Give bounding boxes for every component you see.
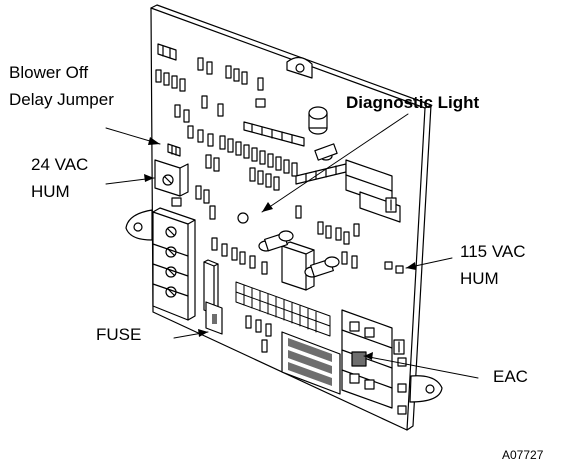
diagnostic-light-label: Diagnostic Light	[346, 93, 480, 112]
terminal-block	[152, 207, 196, 321]
capacitor	[258, 230, 294, 252]
hum-24vac-label: 24 VAC HUM	[31, 155, 89, 201]
hum-24vac-terminal	[154, 159, 189, 197]
hum-115vac-terminals	[384, 261, 404, 274]
capacitor	[308, 106, 328, 135]
eac-label: EAC	[493, 367, 528, 386]
spade-terminals	[397, 357, 407, 415]
mounting-tab	[125, 209, 153, 241]
corner-connector	[157, 43, 177, 61]
pin-header	[235, 281, 331, 337]
hum-115vac-label: 115 VAC HUM	[460, 242, 526, 288]
diagnostic-indicator-mount	[209, 205, 249, 224]
leader-eac	[363, 355, 479, 379]
resistor-cluster	[211, 205, 360, 353]
transformer	[281, 241, 315, 291]
small-component	[255, 98, 266, 108]
fuse-label: FUSE	[96, 325, 142, 344]
blower-off-delay-jumper	[167, 143, 181, 157]
resistor-cluster	[155, 57, 264, 147]
capacitor	[304, 256, 340, 278]
eac-connector	[341, 309, 405, 409]
leader-diagnostic-light	[261, 113, 409, 213]
resistor-cluster	[195, 135, 298, 204]
ic-strip	[243, 121, 305, 147]
mounting-tab	[286, 56, 313, 79]
arrowheads	[144, 137, 416, 360]
blower-off-delay-jumper-label: Blower Off Delay Jumper	[9, 63, 114, 109]
small-component	[171, 197, 182, 207]
figure-id: A07727	[502, 448, 544, 462]
diagnostic-led	[314, 143, 338, 161]
fuse-holder	[205, 301, 223, 335]
heatsink	[281, 331, 341, 395]
relay	[359, 191, 401, 223]
mounting-tab	[409, 375, 443, 403]
